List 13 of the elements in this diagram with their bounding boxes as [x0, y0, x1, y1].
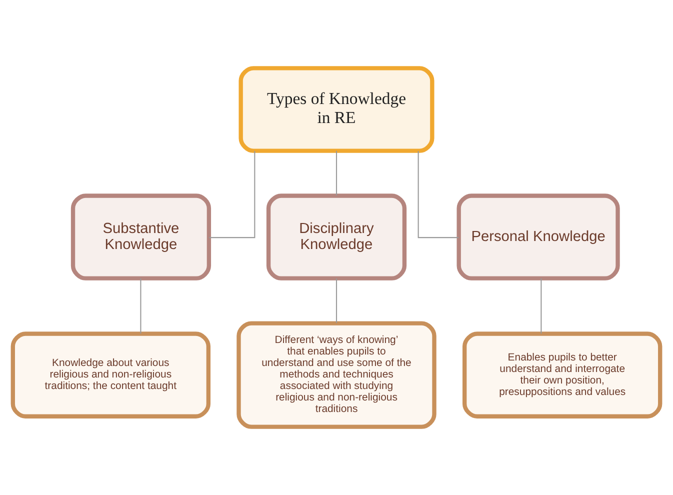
connector	[336, 278, 338, 323]
node-box: Enables pupils to better understand and interrogate their own position, presuppositions and values	[462, 332, 662, 418]
connector	[209, 151, 256, 238]
node-box: Disciplinary Knowledge	[266, 194, 407, 280]
node-box: Knowledge about various religious and non-religious traditions; the content taught	[10, 332, 210, 418]
connector	[140, 278, 142, 334]
node-box: Types of Knowledge in RE	[238, 66, 434, 153]
node-box: Personal Knowledge	[456, 194, 620, 280]
connector	[418, 151, 459, 238]
connector	[336, 150, 338, 196]
connector	[540, 278, 542, 334]
node-box: Different ‘ways of knowing’ that enables pupils to understand and use some of the methods and techniques associated with studying religious and non-religious traditions	[236, 321, 436, 429]
node-box: Substantive Knowledge	[70, 194, 212, 280]
